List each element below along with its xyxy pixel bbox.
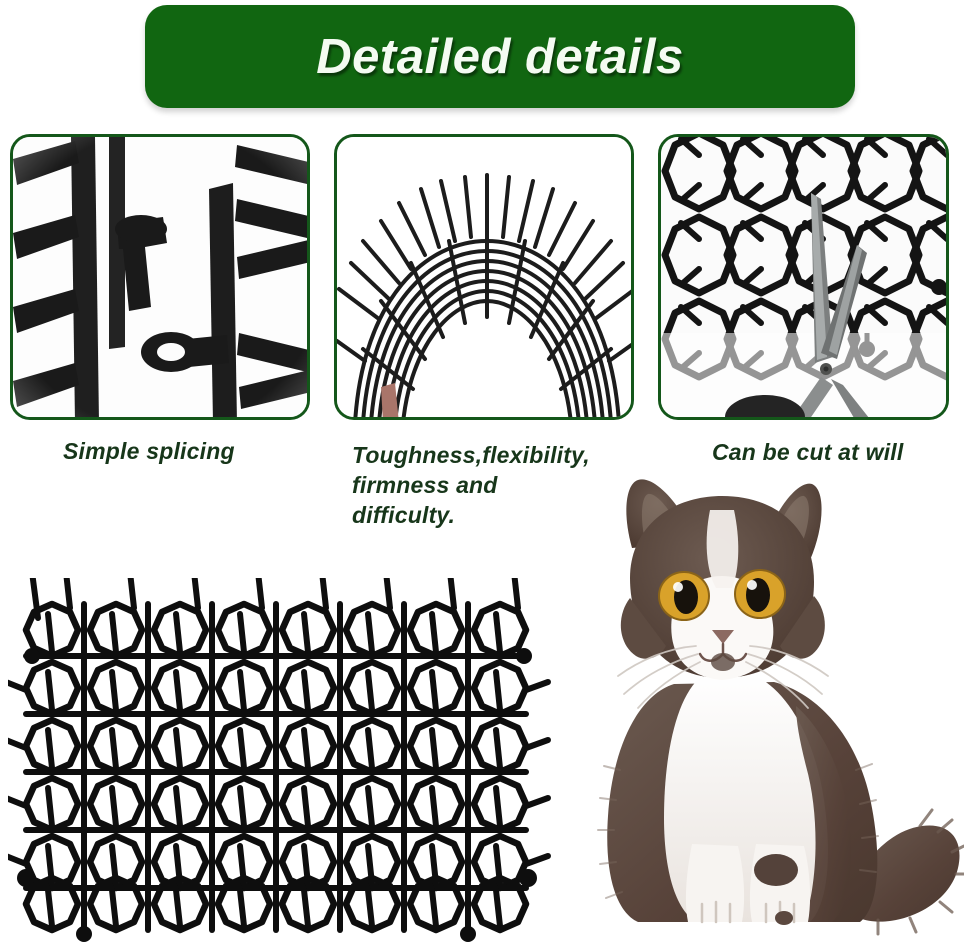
scissors-icon	[725, 193, 869, 417]
caption-toughness: Toughness,flexibility, firmness and diff…	[352, 440, 642, 530]
cat-eye-left	[658, 571, 710, 621]
header-banner: Detailed details	[145, 5, 855, 108]
bent-spike-mat-arch-photo	[337, 137, 631, 417]
cat-eye-right	[734, 569, 786, 619]
product-spike-mat-image	[8, 578, 560, 943]
sitting-cat-illustration	[560, 470, 964, 943]
scissors-cutting-mat-photo	[661, 137, 946, 417]
caption-line: difficulty.	[352, 502, 456, 528]
feature-panel-cuttable	[658, 134, 949, 420]
caption-line: firmness and	[352, 472, 498, 498]
splice-connector-photo	[13, 137, 307, 417]
spike-mat-lattice	[8, 578, 560, 943]
caption-line: Toughness,flexibility,	[352, 442, 590, 468]
caption-simple-splicing: Simple splicing	[63, 438, 235, 464]
feature-panel-toughness	[334, 134, 634, 420]
caption-cuttable: Can be cut at will	[712, 439, 904, 465]
feature-panel-simple-splicing	[10, 134, 310, 420]
page-title: Detailed details	[316, 29, 684, 84]
cat-photo	[560, 470, 964, 943]
